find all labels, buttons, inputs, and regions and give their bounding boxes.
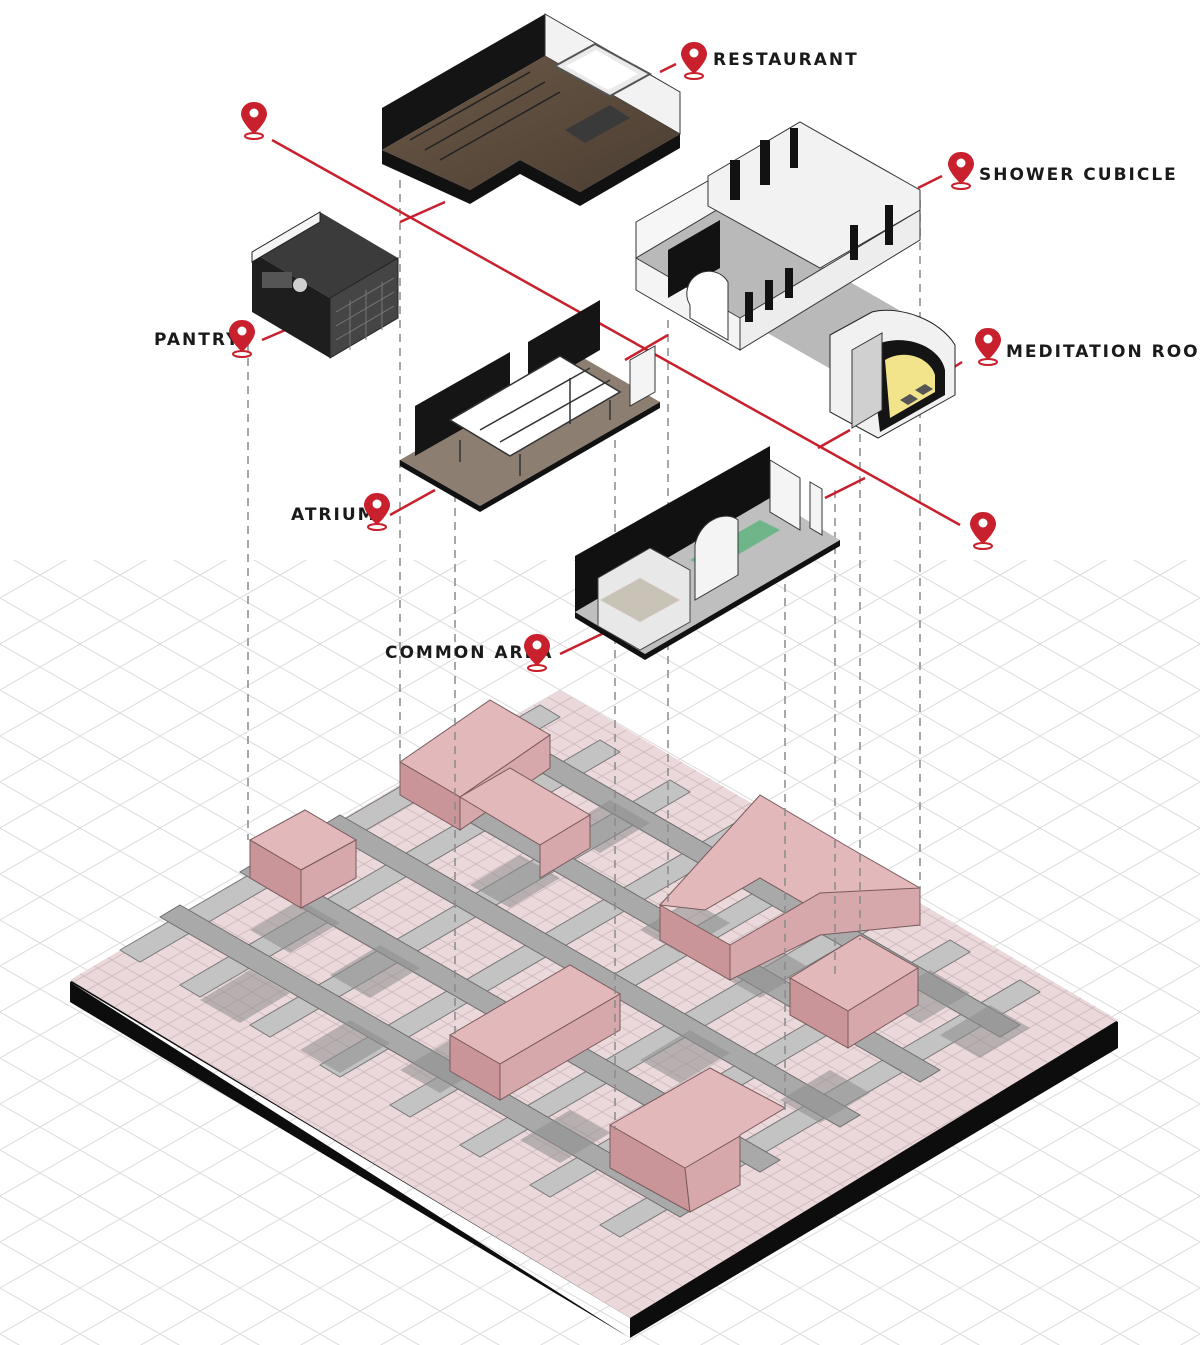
label-restaurant: RESTAURANT	[680, 41, 859, 80]
label-shower-cubicle: SHOWER CUBICLE	[947, 151, 1178, 190]
label-meditation-room: MEDITATION ROOM	[974, 327, 1200, 366]
location-pin-icon	[680, 41, 708, 80]
shower-cubicle-model	[635, 121, 921, 372]
meditation-room-model	[829, 309, 956, 439]
common-area-model	[575, 446, 840, 660]
location-pin-icon	[228, 319, 256, 358]
restaurant-model	[382, 13, 681, 206]
location-pin-icon	[974, 327, 1002, 366]
label-atrium: ATRIUM	[291, 492, 391, 531]
pantry-model	[251, 211, 399, 359]
atrium-model	[400, 300, 660, 512]
floor-plan-base	[70, 690, 1118, 1338]
label-restaurant-text: RESTAURANT	[713, 50, 859, 70]
location-pin-icon	[240, 101, 268, 140]
label-common-area-text: COMMON AREA	[385, 643, 553, 663]
label-atrium-text: ATRIUM	[291, 505, 377, 525]
label-common-area: COMMON AREA	[385, 633, 553, 672]
label-pantry: PANTRY	[154, 319, 256, 358]
location-pin-icon	[947, 151, 975, 190]
location-pin-icon	[969, 511, 997, 550]
label-shower-cubicle-text: SHOWER CUBICLE	[979, 165, 1178, 185]
label-meditation-room-text: MEDITATION ROOM	[1006, 342, 1200, 362]
connector-lines	[261, 62, 963, 656]
label-pantry-text: PANTRY	[154, 330, 240, 350]
